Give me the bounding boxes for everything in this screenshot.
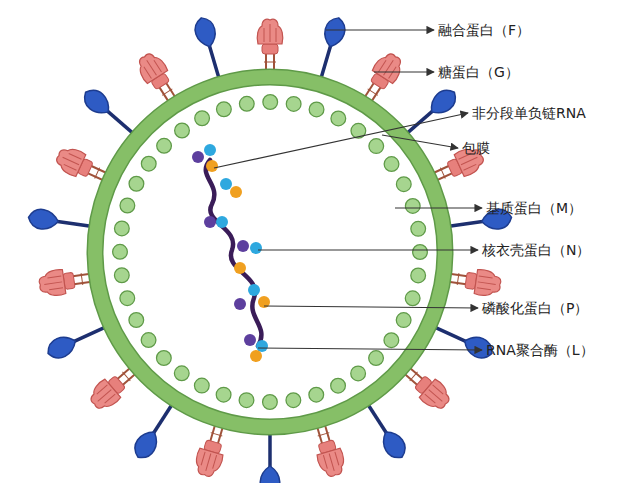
matrix-outline: [120, 102, 420, 402]
part-label: 非分段单负链RNA: [472, 104, 586, 122]
part-label: 核衣壳蛋白（N）: [482, 241, 590, 259]
rna-strand: [206, 160, 262, 346]
part-label: 糖蛋白（G）: [438, 63, 519, 81]
part-label: RNA聚合酶（L）: [486, 341, 594, 359]
part-label: 磷酸化蛋白（P）: [482, 299, 588, 317]
part-label: 包膜: [462, 139, 490, 157]
part-label: 基质蛋白（M）: [486, 199, 582, 217]
matrix-protein: [120, 102, 420, 402]
rna-beads: [192, 144, 270, 362]
spikes: [27, 15, 513, 483]
part-label: 融合蛋白（F）: [438, 21, 530, 39]
